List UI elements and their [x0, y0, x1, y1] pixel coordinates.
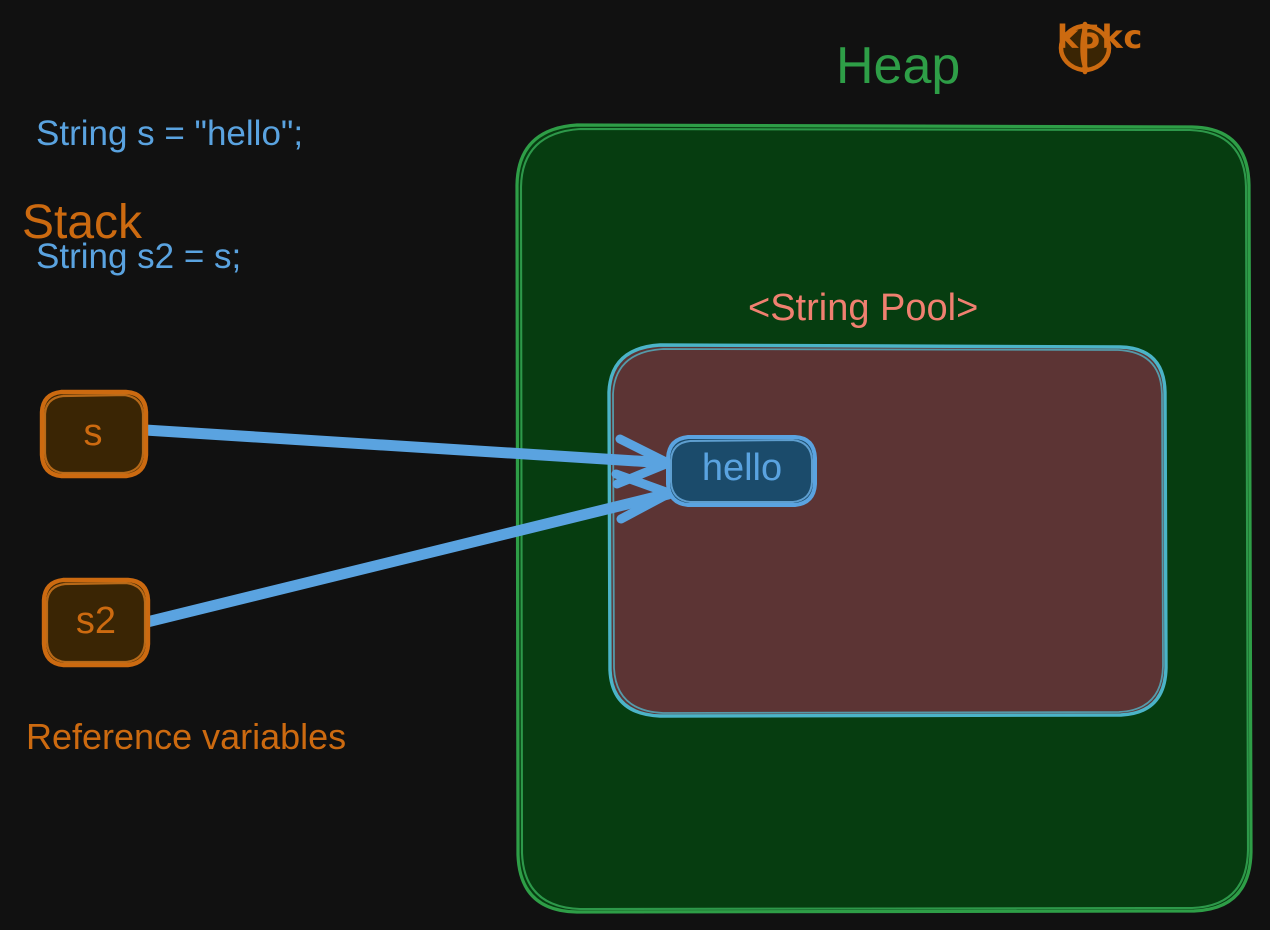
- code-line-2: String s2 = s;: [36, 237, 242, 277]
- code-snippet: String s = "hello"; String s2 = s;: [36, 30, 303, 360]
- reference-arrows: [139, 424, 674, 628]
- arrow-s2-to-hello-shaft: [141, 488, 674, 628]
- var-s2-box-sketch-stroke: [45, 581, 147, 664]
- string-pool-sketch-stroke: [612, 348, 1164, 714]
- bowtie-right-wing: [1080, 23, 1112, 73]
- string-pool-title: <String Pool>: [748, 287, 979, 329]
- var-s-box-sketch-stroke: [43, 393, 145, 475]
- hello-box-sketch-stroke: [670, 439, 813, 503]
- watermark-text: k5kc: [1057, 18, 1143, 56]
- bowtie-logo-icon: [1058, 21, 1112, 75]
- var-s-box-fill: [39, 389, 149, 479]
- arrow-s2-head-lower-barb: [616, 490, 671, 524]
- stack-title: Stack: [22, 196, 143, 249]
- arrow-s2-head-upper-barb: [611, 469, 671, 497]
- string-pool-container: [607, 343, 1168, 718]
- code-line-1: String s = "hello";: [36, 113, 304, 153]
- arrow-s-head-upper-barb: [615, 434, 671, 467]
- hello-box-fill: [666, 435, 817, 507]
- arrow-s-to-hello-shaft: [139, 424, 674, 469]
- string-object-box-hello[interactable]: [666, 435, 817, 507]
- string-pool-box-fill: [607, 343, 1168, 718]
- stack-variable-box-s[interactable]: [39, 389, 149, 479]
- var-s2-box-fill: [41, 577, 151, 668]
- stack-variable-box-s2[interactable]: [41, 577, 151, 668]
- heap-title: Heap: [836, 37, 961, 95]
- heap-box-sketch-stroke: [519, 127, 1250, 911]
- reference-variables-caption: Reference variables: [26, 716, 347, 757]
- watermark: k5kc: [1057, 18, 1143, 56]
